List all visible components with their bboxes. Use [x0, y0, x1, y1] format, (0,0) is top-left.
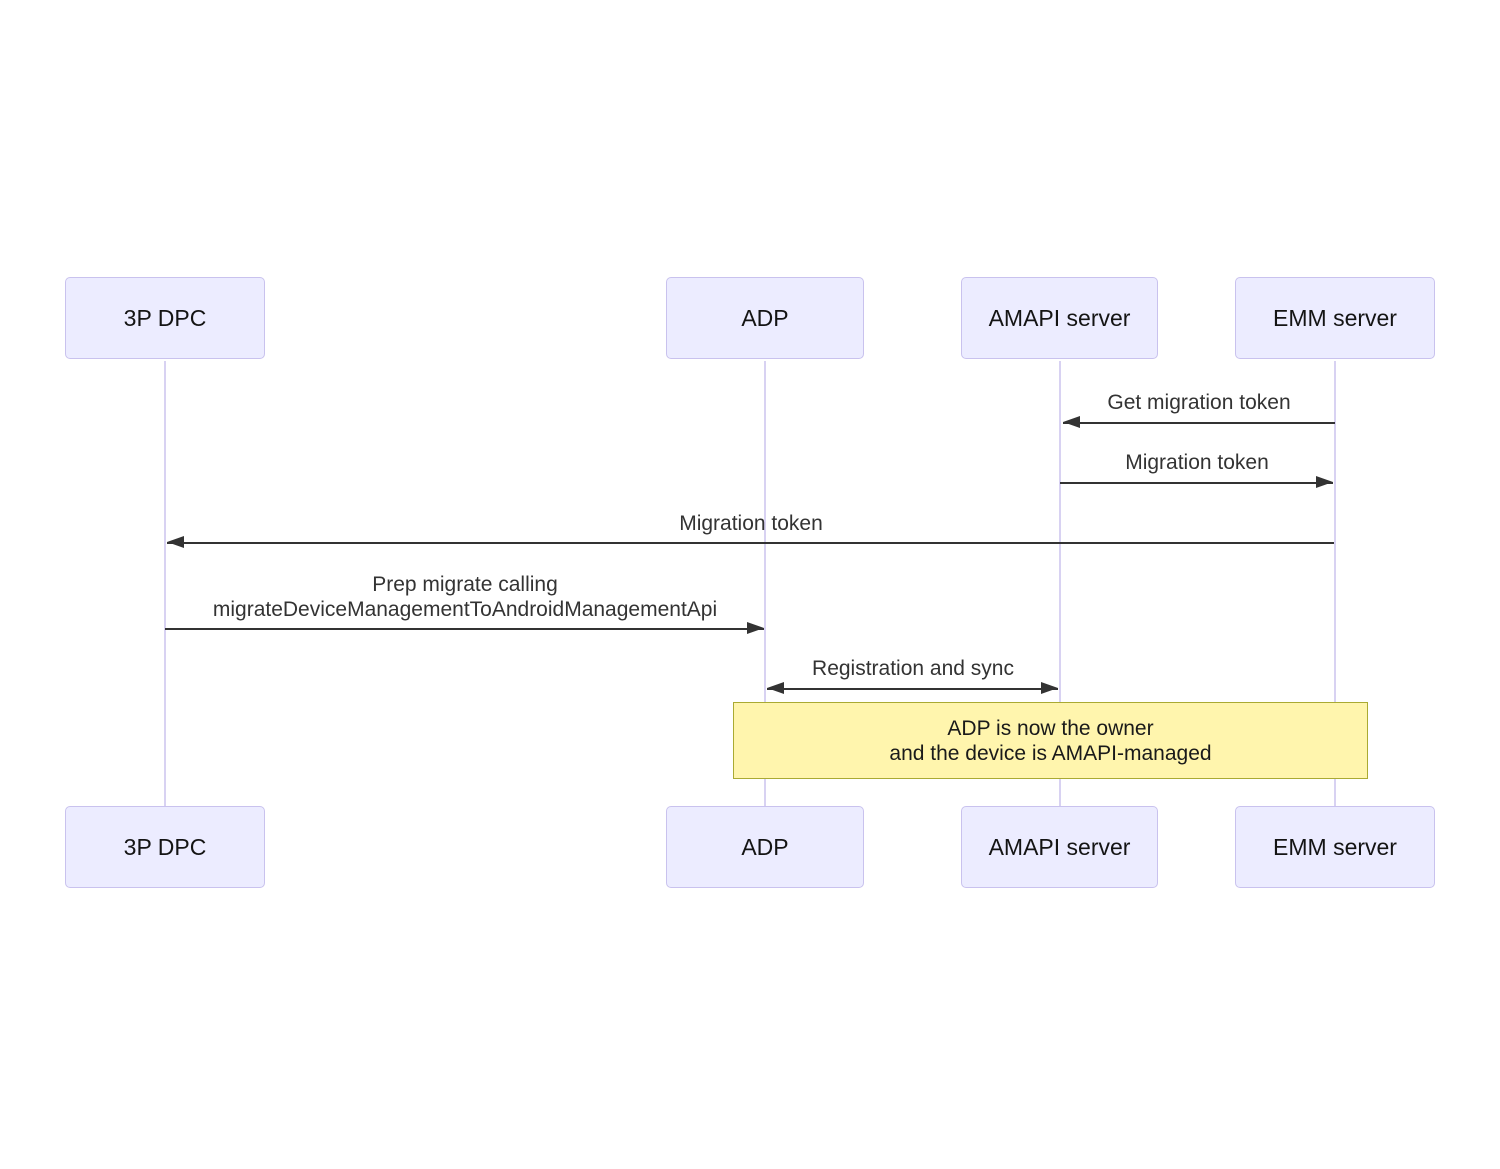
- actor-label: ADP: [741, 833, 789, 860]
- lifeline-3p-dpc: [164, 361, 166, 807]
- arrowhead-left: [1063, 416, 1080, 428]
- message-label-migration-token-1: Migration token: [1125, 451, 1269, 474]
- message-label-get-migration-token: Get migration token: [1107, 391, 1291, 414]
- actor-label: AMAPI server: [988, 304, 1131, 331]
- arrow-line: [1063, 422, 1335, 424]
- arrowhead-left: [167, 536, 184, 548]
- actor-label: ADP: [741, 304, 789, 331]
- arrow-line: [767, 688, 1058, 690]
- actor-label: EMM server: [1273, 304, 1397, 331]
- message-label-line1: Prep migrate calling: [372, 573, 558, 596]
- message-label-line2: migrateDeviceManagementToAndroidManageme…: [212, 598, 718, 621]
- arrowhead-left: [767, 682, 784, 694]
- lifeline-emm-server: [1334, 361, 1336, 807]
- actor-bottom-3p-dpc: 3P DPC: [65, 806, 265, 888]
- arrowhead-right: [1316, 476, 1333, 488]
- note-line1: ADP is now the owner: [947, 716, 1154, 740]
- actor-top-3p-dpc: 3P DPC: [65, 277, 265, 359]
- actor-bottom-emm-server: EMM server: [1235, 806, 1435, 888]
- actor-label: 3P DPC: [123, 833, 207, 860]
- actor-top-emm-server: EMM server: [1235, 277, 1435, 359]
- actor-bottom-adp: ADP: [666, 806, 864, 888]
- lifeline-amapi-server: [1059, 361, 1061, 807]
- note-line2: and the device is AMAPI-managed: [889, 741, 1212, 765]
- arrow-line: [167, 542, 1334, 544]
- actor-top-adp: ADP: [666, 277, 864, 359]
- actor-bottom-amapi-server: AMAPI server: [961, 806, 1158, 888]
- arrowhead-right: [747, 622, 764, 634]
- note-adp-owner: ADP is now the owner and the device is A…: [733, 702, 1368, 779]
- message-label-prep-migrate: Prep migrate calling migrateDeviceManage…: [213, 572, 717, 622]
- actor-top-amapi-server: AMAPI server: [961, 277, 1158, 359]
- actor-label: AMAPI server: [988, 833, 1131, 860]
- arrow-line: [165, 628, 764, 630]
- arrowhead-right: [1041, 682, 1058, 694]
- message-label-migration-token-2: Migration token: [679, 512, 823, 535]
- actor-label: EMM server: [1273, 833, 1397, 860]
- actor-label: 3P DPC: [123, 304, 207, 331]
- arrow-line: [1060, 482, 1333, 484]
- lifeline-adp: [764, 361, 766, 807]
- message-label-registration-sync: Registration and sync: [812, 657, 1014, 680]
